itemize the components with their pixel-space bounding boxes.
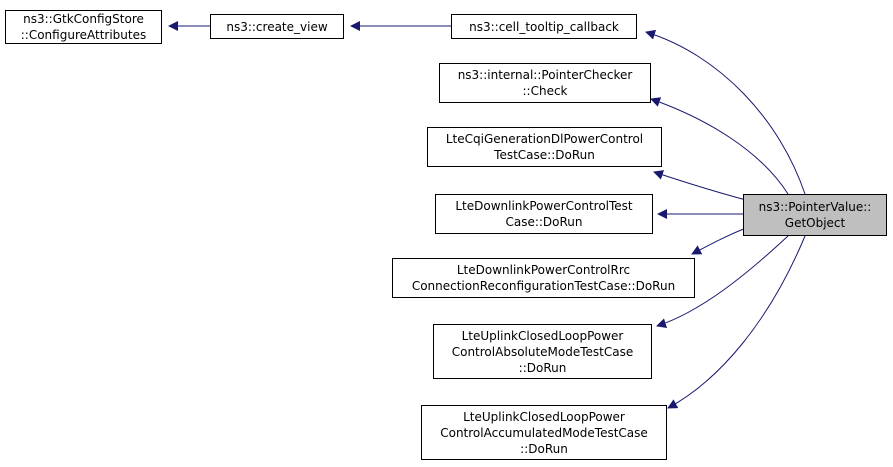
node-downlink-power-control-line-2: Case::DoRun (505, 215, 583, 229)
node-pointer-checker-line-1: ns3::internal::PointerChecker (457, 68, 633, 82)
node-pointer-value-getobject-line-1: ns3::PointerValue:: (758, 200, 872, 214)
node-pointer-value-getobject-line-2: GetObject (784, 216, 846, 230)
node-configure-attributes[interactable]: ns3::GtkConfigStore ::ConfigureAttribute… (5, 10, 162, 44)
edge-getobject-to-uplink-accumulated (667, 235, 806, 409)
edge-getobject-to-pointer-checker (650, 97, 789, 195)
node-pointer-value-getobject: ns3::PointerValue:: GetObject (743, 194, 887, 236)
node-cell-tooltip-callback-line-1: ns3::cell_tooltip_callback (469, 19, 619, 34)
node-pointer-checker[interactable]: ns3::internal::PointerChecker ::Check (439, 63, 651, 103)
node-uplink-accumulated-line-2: ControlAccumulatedModeTestCase (440, 425, 648, 440)
node-create-view-line-1: ns3::create_view (226, 19, 328, 34)
node-downlink-power-control-line-1: LteDownlinkPowerControlTest (455, 199, 633, 213)
node-rrc-reconfiguration-line-1: LteDownlinkPowerControlRrc (456, 263, 631, 277)
node-rrc-reconfiguration[interactable]: LteDownlinkPowerControlRrc ConnectionRec… (392, 258, 695, 298)
edge-getobject-to-uplink-absolute (656, 235, 789, 328)
node-uplink-absolute-line-2: ControlAbsoluteModeTestCase (451, 344, 634, 359)
node-cell-tooltip-callback[interactable]: ns3::cell_tooltip_callback (451, 14, 637, 39)
node-uplink-accumulated-line-1: LteUplinkClosedLoopPower (463, 409, 625, 424)
node-cqi-generation-line-2: TestCase::DoRun (494, 148, 595, 162)
edge-getobject-to-cell-tooltip (645, 29, 806, 195)
node-cqi-generation-line-1: LteCqiGenerationDlPowerControl (445, 132, 644, 146)
node-uplink-absolute[interactable]: LteUplinkClosedLoopPower ControlAbsolute… (433, 324, 652, 379)
node-pointer-checker-line-2: ::Check (522, 84, 568, 98)
edge-getobject-to-rrc-reconfiguration (691, 227, 747, 255)
node-uplink-accumulated-line-3: ::DoRun (520, 441, 568, 456)
node-uplink-absolute-line-3: ::DoRun (518, 360, 567, 375)
node-uplink-absolute-line-1: LteUplinkClosedLoopPower (461, 328, 624, 343)
node-downlink-power-control[interactable]: LteDownlinkPowerControlTest Case::DoRun (435, 194, 653, 234)
node-create-view[interactable]: ns3::create_view (210, 14, 344, 39)
node-rrc-reconfiguration-line-2: ConnectionReconfigurationTestCase::DoRun (411, 279, 676, 293)
edge-getobject-to-cqi-generation (653, 170, 747, 201)
node-configure-attributes-line-1: ns3::GtkConfigStore (23, 12, 144, 26)
node-configure-attributes-line-2: ::ConfigureAttributes (20, 28, 147, 42)
node-uplink-accumulated[interactable]: LteUplinkClosedLoopPower ControlAccumula… (421, 405, 667, 460)
node-cqi-generation[interactable]: LteCqiGenerationDlPowerControl TestCase:… (427, 127, 662, 167)
